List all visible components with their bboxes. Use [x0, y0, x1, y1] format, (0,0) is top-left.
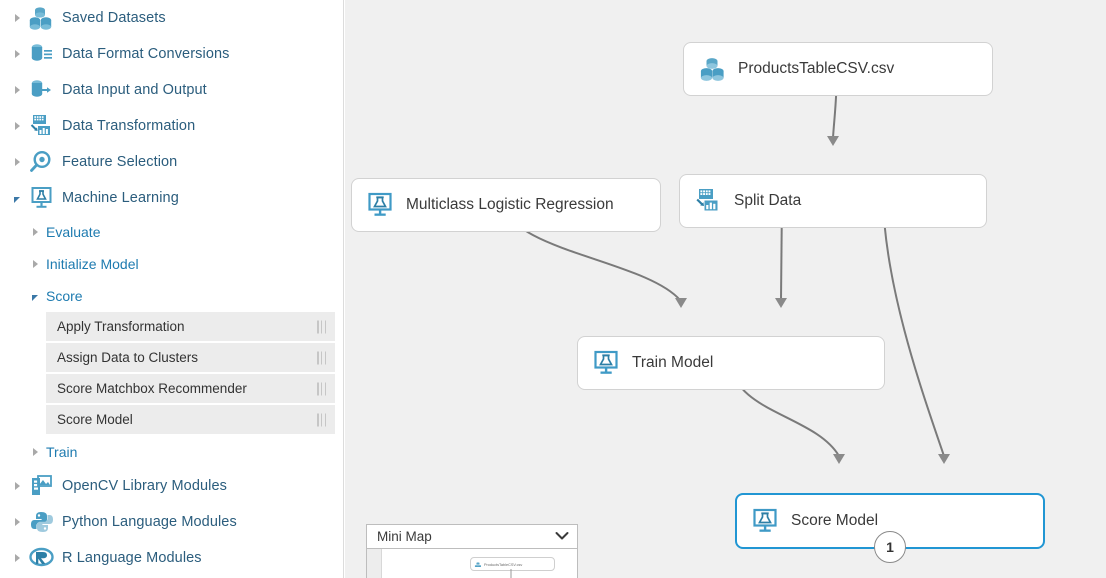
mini-map-node-dataset: ProductsTableCSV.csv	[470, 557, 555, 571]
sidebar-item-label: Saved Datasets	[62, 10, 166, 26]
sidebar-item-train[interactable]: Train	[0, 436, 343, 468]
drag-handle-icon[interactable]	[317, 351, 326, 364]
mini-map-header[interactable]: Mini Map	[367, 525, 577, 549]
module-label: Score Matchbox Recommender	[57, 381, 247, 396]
node-split-data[interactable]: Split Data	[679, 174, 987, 228]
module-item-apply-transformation[interactable]: Apply Transformation	[46, 312, 335, 343]
chevron-right-icon[interactable]	[26, 443, 44, 461]
mini-map-edges	[510, 569, 512, 578]
module-item-score-model[interactable]: Score Model	[46, 405, 335, 436]
chevron-right-icon[interactable]	[26, 223, 44, 241]
sidebar-item-data-transformation[interactable]: Data Transformation	[0, 108, 343, 144]
arrow-head	[775, 298, 787, 308]
mini-map-body[interactable]: ProductsTableCSV.csv	[367, 549, 577, 578]
chevron-right-icon[interactable]	[8, 81, 26, 99]
module-icon	[751, 506, 781, 536]
sidebar-item-r-language-modules[interactable]: R Language Modules	[0, 540, 343, 576]
module-item-score-matchbox-recommender[interactable]: Score Matchbox Recommender	[46, 374, 335, 405]
data-transformation-icon	[28, 113, 56, 139]
node-dataset[interactable]: ProductsTableCSV.csv	[683, 42, 993, 96]
sidebar-item-label: Score	[46, 288, 83, 304]
mini-map-panel[interactable]: Mini Map	[366, 524, 578, 578]
chevron-right-icon[interactable]	[8, 549, 26, 567]
node-train-model[interactable]: Train Model	[577, 336, 885, 390]
sidebar-item-score[interactable]: Score	[0, 280, 343, 312]
sidebar-item-label: Train	[46, 444, 78, 460]
sidebar-item-machine-learning[interactable]: Machine Learning	[0, 180, 343, 216]
sidebar-item-data-format-conversions[interactable]: Data Format Conversions	[0, 36, 343, 72]
sidebar-item-label: Machine Learning	[62, 190, 179, 206]
sidebar-item-saved-datasets[interactable]: Saved Datasets	[0, 0, 343, 36]
sidebar-item-label: Data Format Conversions	[62, 46, 230, 62]
chevron-down-icon[interactable]	[8, 189, 26, 207]
module-label: Assign Data to Clusters	[57, 350, 199, 365]
drag-handle-icon[interactable]	[317, 320, 326, 333]
node-label: Score Model	[791, 512, 879, 529]
sidebar-item-python-language-modules[interactable]: Python Language Modules	[0, 504, 343, 540]
sidebar-item-label: Feature Selection	[62, 154, 178, 170]
chevron-down-icon[interactable]	[555, 528, 569, 546]
python-icon	[28, 509, 56, 535]
sidebar-item-label: Evaluate	[46, 224, 101, 240]
module-icon	[366, 190, 396, 220]
machine-learning-icon	[28, 185, 56, 211]
data-transformation-icon	[694, 186, 724, 216]
node-multiclass-logistic-regression[interactable]: Multiclass Logistic Regression	[351, 178, 661, 232]
mini-map-gutter	[367, 549, 382, 578]
dataset-icon	[474, 561, 482, 568]
chevron-right-icon[interactable]	[8, 117, 26, 135]
status-badge[interactable]: 1	[874, 531, 906, 563]
chevron-right-icon[interactable]	[8, 513, 26, 531]
node-label: ProductsTableCSV.csv	[738, 60, 895, 77]
sidebar-item-label: R Language Modules	[62, 550, 202, 566]
sidebar-item-data-input-output[interactable]: Data Input and Output	[0, 72, 343, 108]
module-label: Score Model	[57, 412, 133, 427]
datasets-icon	[28, 5, 56, 31]
edge-split-to-score	[882, 197, 945, 457]
sidebar-item-evaluate[interactable]: Evaluate	[0, 216, 343, 248]
r-icon	[28, 545, 56, 571]
drag-handle-icon[interactable]	[317, 382, 326, 395]
module-icon	[592, 348, 622, 378]
pipeline-canvas[interactable]: ProductsTableCSV.csv Multiclass Logistic…	[345, 0, 1106, 578]
opencv-icon	[28, 473, 56, 499]
arrow-head	[675, 298, 687, 308]
format-conversion-icon	[28, 41, 56, 67]
chevron-right-icon[interactable]	[8, 9, 26, 27]
feature-selection-icon	[28, 149, 56, 175]
chevron-right-icon[interactable]	[8, 477, 26, 495]
sidebar-item-initialize-model[interactable]: Initialize Model	[0, 248, 343, 280]
node-score-model[interactable]: Score Model 1	[735, 493, 1045, 563]
sidebar-item-feature-selection[interactable]: Feature Selection	[0, 144, 343, 180]
sidebar-item-label: Initialize Model	[46, 256, 139, 272]
chevron-right-icon[interactable]	[8, 153, 26, 171]
data-io-icon	[28, 77, 56, 103]
node-label: Train Model	[632, 354, 714, 371]
arrow-head	[827, 136, 839, 146]
drag-handle-icon[interactable]	[317, 413, 326, 426]
arrow-head	[938, 454, 950, 464]
sidebar-item-label: Python Language Modules	[62, 514, 237, 530]
arrow-head	[833, 454, 845, 464]
sidebar-item-label: Data Transformation	[62, 118, 196, 134]
mini-map-node-label: ProductsTableCSV.csv	[484, 561, 523, 567]
chevron-down-icon[interactable]	[26, 287, 44, 305]
sidebar-item-label: Data Input and Output	[62, 82, 207, 98]
module-palette-sidebar[interactable]: Saved Datasets Data Format Conversions	[0, 0, 344, 578]
module-item-assign-data-to-clusters[interactable]: Assign Data to Clusters	[46, 343, 335, 374]
dataset-icon	[698, 54, 728, 84]
node-label: Split Data	[734, 192, 802, 209]
mini-map-title: Mini Map	[377, 529, 432, 544]
sidebar-item-label: OpenCV Library Modules	[62, 478, 227, 494]
module-label: Apply Transformation	[57, 319, 185, 334]
sidebar-item-opencv-library-modules[interactable]: OpenCV Library Modules	[0, 468, 343, 504]
chevron-right-icon[interactable]	[8, 45, 26, 63]
chevron-right-icon[interactable]	[26, 255, 44, 273]
node-label: Multiclass Logistic Regression	[406, 196, 614, 213]
